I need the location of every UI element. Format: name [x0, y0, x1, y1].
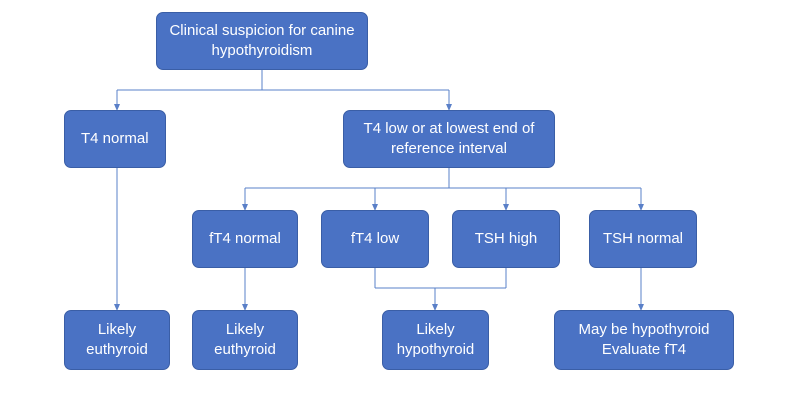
node-tsh-high-label: TSH high: [474, 230, 538, 247]
node-likely-euthyroid-2-line-2: euthyroid: [214, 341, 276, 358]
node-likely-euthyroid-1: Likely euthyroid: [64, 310, 170, 370]
node-likely-hypothyroid-line-2: hypothyroid: [396, 341, 475, 358]
node-t4-low-line-2: reference interval: [391, 140, 507, 157]
node-t4-normal-label: T4 normal: [81, 130, 149, 147]
node-likely-euthyroid-1-line-1: Likely: [97, 321, 137, 338]
node-likely-hypothyroid-line-1: Likely: [416, 321, 455, 338]
node-may-be-hypothyroid-line-2: Evaluate fT4: [601, 341, 687, 358]
node-may-be-hypothyroid: May be hypothyroid Evaluate fT4: [554, 310, 734, 370]
node-ft4-low-label: fT4 low: [350, 230, 400, 247]
node-clinical-suspicion-line-1: Clinical suspicion for canine: [169, 22, 355, 39]
node-t4-low: T4 low or at lowest end of reference int…: [343, 110, 555, 168]
node-ft4-low: fT4 low: [321, 210, 429, 268]
node-likely-euthyroid-2: Likely euthyroid: [192, 310, 298, 370]
node-tsh-normal: TSH normal: [589, 210, 697, 268]
node-clinical-suspicion-line-2: hypothyroidism: [211, 42, 313, 59]
node-t4-low-line-1: T4 low or at lowest end of: [363, 120, 535, 137]
node-ft4-normal-label: fT4 normal: [209, 230, 281, 247]
node-likely-euthyroid-2-line-1: Likely: [225, 321, 265, 338]
node-ft4-normal: fT4 normal: [192, 210, 298, 268]
node-likely-euthyroid-1-line-2: euthyroid: [86, 341, 148, 358]
node-likely-hypothyroid: Likely hypothyroid: [382, 310, 489, 370]
node-clinical-suspicion: Clinical suspicion for canine hypothyroi…: [156, 12, 368, 70]
node-tsh-normal-label: TSH normal: [602, 230, 684, 247]
node-tsh-high: TSH high: [452, 210, 560, 268]
node-t4-normal: T4 normal: [64, 110, 166, 168]
node-may-be-hypothyroid-line-1: May be hypothyroid: [578, 321, 710, 338]
